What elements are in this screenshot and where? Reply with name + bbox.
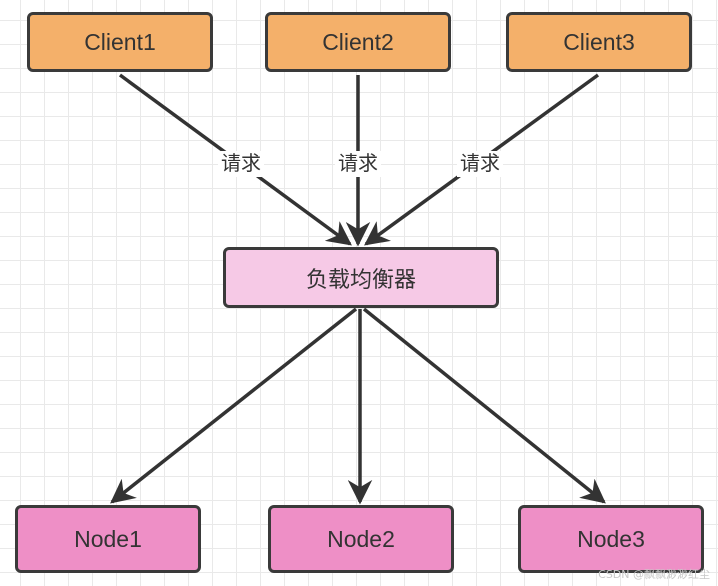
dispatch-arrow-node3 — [362, 307, 606, 504]
client1-label: Client1 — [84, 28, 156, 55]
node3-box: Node3 — [518, 505, 704, 573]
node2-label: Node2 — [327, 525, 395, 552]
dispatch-arrow-node1 — [110, 307, 358, 504]
node1-label: Node1 — [74, 525, 142, 552]
client3-box: Client3 — [506, 12, 692, 72]
watermark: CSDN @飘飘渺渺红尘 — [598, 568, 710, 581]
request-label-3: 请求 — [457, 151, 503, 177]
node1-box: Node1 — [15, 505, 201, 573]
client2-label: Client2 — [322, 28, 394, 55]
load-balancer-box: 负载均衡器 — [223, 247, 499, 308]
node3-label: Node3 — [577, 525, 645, 552]
load-balancer-label: 负载均衡器 — [305, 266, 416, 292]
request-label-2: 请求 — [335, 151, 381, 177]
client2-box: Client2 — [265, 12, 451, 72]
client1-box: Client1 — [27, 12, 213, 72]
request-label-1: 请求 — [218, 151, 264, 177]
client3-label: Client3 — [563, 28, 635, 55]
node2-box: Node2 — [268, 505, 454, 573]
